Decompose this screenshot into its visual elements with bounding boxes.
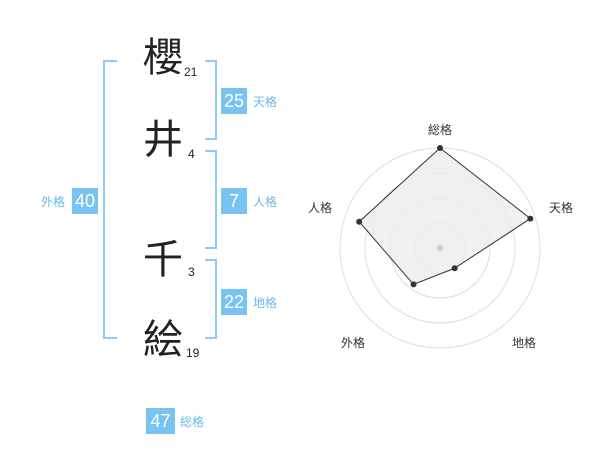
stroke-count-2: 4 <box>188 147 195 161</box>
stroke-count-3: 3 <box>188 265 195 279</box>
chikaku-badge: 22 <box>221 289 247 315</box>
jinkaku-label: 人格 <box>253 195 278 209</box>
gaikaku-bracket <box>103 60 117 339</box>
name-char-3: 千 <box>143 237 183 283</box>
radar-point-4 <box>410 281 417 288</box>
radar-point-3 <box>451 265 458 272</box>
gaikaku-label: 外格 <box>41 195 66 209</box>
radar-point-5 <box>356 218 363 225</box>
tenkaku-badge: 25 <box>221 88 247 114</box>
chikaku-label: 地格 <box>253 296 278 310</box>
stroke-count-4: 19 <box>186 346 200 360</box>
gaikaku-badge: 40 <box>72 188 98 214</box>
radar-area <box>358 147 532 285</box>
tenkaku-label: 天格 <box>253 95 278 109</box>
radar-point-2 <box>527 215 534 222</box>
name-char-4: 絵 <box>143 317 183 363</box>
jinkaku-bracket <box>205 150 217 249</box>
axis-label-chikaku: 地格 <box>512 335 536 350</box>
soukaku-label: 総格 <box>180 415 205 429</box>
axis-label-tenkaku: 天格 <box>549 200 573 215</box>
jinkaku-badge: 7 <box>221 188 247 214</box>
radar-point-1 <box>437 145 443 151</box>
axis-label-soukaku: 総格 <box>428 122 452 137</box>
chikaku-bracket <box>205 259 217 339</box>
tenkaku-bracket <box>205 60 217 140</box>
name-char-1: 櫻 <box>143 35 183 81</box>
radar-center-dot <box>437 245 443 251</box>
stroke-count-1: 21 <box>184 65 198 79</box>
axis-label-gaikaku: 外格 <box>341 335 365 350</box>
axis-label-jinkaku: 人格 <box>308 200 332 215</box>
soukaku-badge: 47 <box>146 408 175 434</box>
name-char-2: 井 <box>143 117 183 163</box>
